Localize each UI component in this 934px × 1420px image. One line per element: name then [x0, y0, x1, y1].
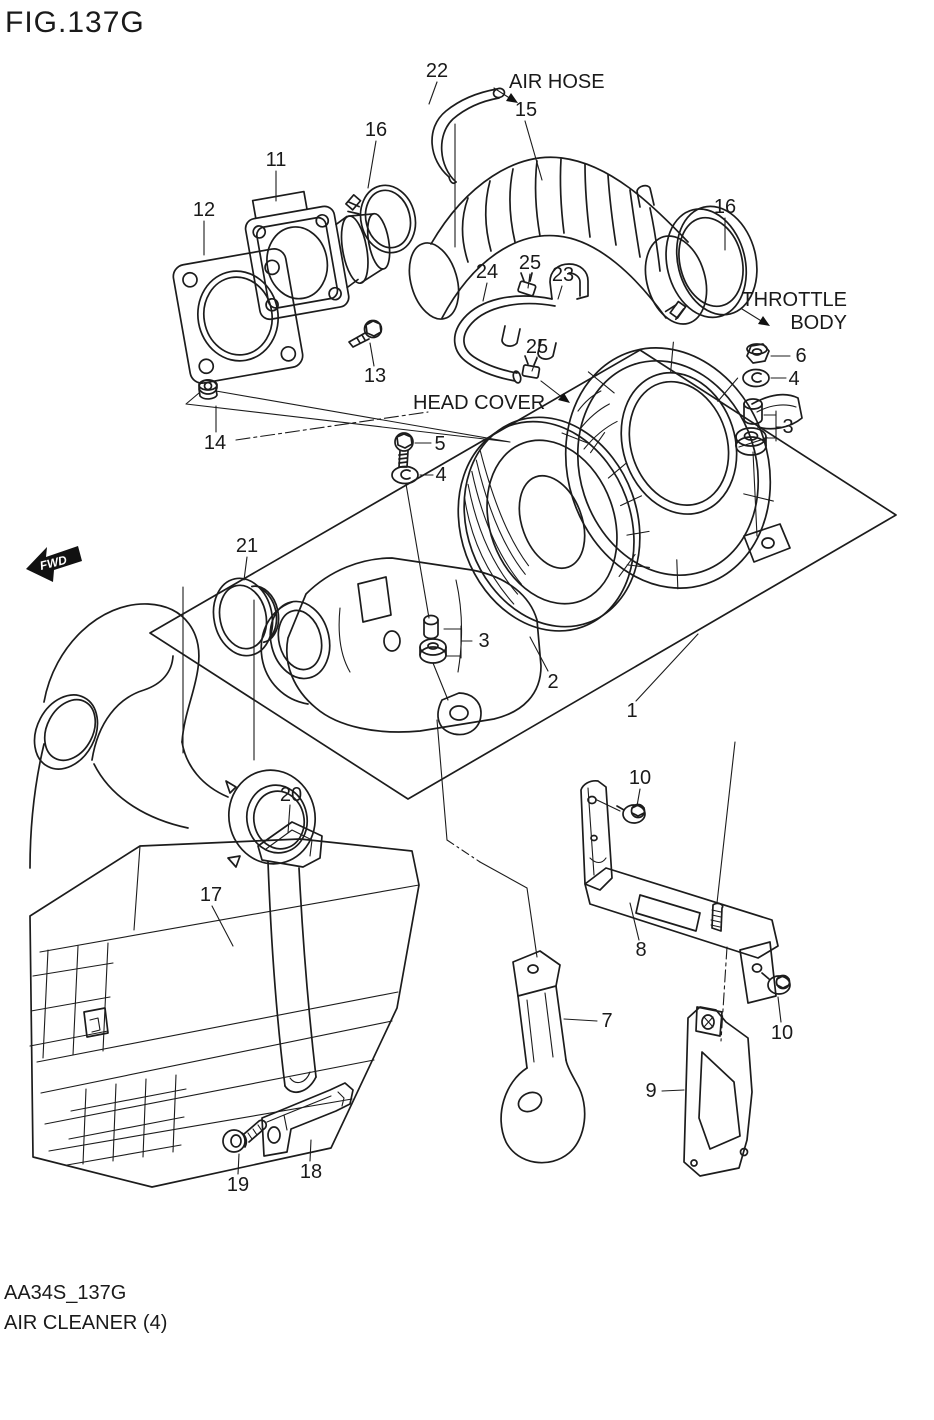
part-6-nut — [746, 343, 770, 364]
callout-9-26: 9 — [645, 1080, 657, 1102]
part-20-strap — [257, 821, 323, 1094]
callout-6-9: 6 — [795, 345, 807, 367]
part-16-clamp-right — [664, 205, 758, 321]
callout-21-17: 21 — [235, 535, 259, 557]
part-21-seal-ring — [212, 577, 280, 657]
callout-11-3: 11 — [265, 149, 287, 171]
part-14-nut — [185, 379, 511, 443]
leader-lines — [203, 81, 791, 1175]
callout-13-12: 13 — [363, 365, 387, 387]
part-18-bracket — [261, 1082, 354, 1157]
callout-10-27: 10 — [770, 1022, 794, 1044]
part-22-air-hose — [431, 87, 506, 185]
part-15-intake-hose — [408, 156, 708, 360]
part-10-bolt-bottom — [761, 972, 791, 995]
callout-14-14: 14 — [203, 432, 227, 454]
callout-19-29: 19 — [226, 1174, 250, 1196]
head-cover-label: HEAD COVER — [413, 392, 546, 414]
callout-3-13: 3 — [782, 416, 794, 438]
callout-2-19: 2 — [547, 671, 559, 693]
air-hose-arrow-icon — [493, 87, 518, 103]
callout-25-11: 25 — [525, 336, 549, 358]
part-2-filter-element — [457, 416, 650, 632]
throttle-body-label: THROTTLE BODY — [741, 289, 847, 334]
part-8-bracket — [580, 780, 779, 1004]
callout-8-24: 8 — [635, 939, 647, 961]
callout-4-10: 4 — [788, 368, 800, 390]
callout-5-15: 5 — [434, 433, 446, 455]
part-4-washer-middle — [391, 465, 419, 485]
callout-18-28: 18 — [299, 1161, 323, 1183]
part-19-bolt — [222, 1119, 268, 1153]
callout-24-6: 24 — [475, 261, 499, 283]
callout-12-4: 12 — [192, 199, 216, 221]
figure-caption: AIR CLEANER (4) — [4, 1312, 168, 1334]
callout-10-21: 10 — [628, 767, 652, 789]
fwd-label: FWD — [38, 553, 68, 573]
drawing-code: AA34S_137G — [4, 1282, 127, 1304]
part-17-intake-duct — [29, 603, 420, 1188]
air-cleaner-lower-case — [260, 557, 542, 736]
part-3-grommet-right — [735, 398, 767, 456]
callout-22-0: 22 — [425, 60, 449, 82]
part-10-bolt-top — [596, 799, 646, 824]
callout-16-2: 16 — [364, 119, 388, 141]
part-7-bracket — [500, 950, 586, 1164]
part-9-bracket — [683, 1006, 753, 1177]
callout-17-23: 17 — [199, 884, 223, 906]
figure-title: FIG.137G — [5, 6, 145, 39]
callout-15-1: 15 — [514, 99, 538, 121]
part-12-gasket — [172, 248, 304, 384]
callout-3-18: 3 — [478, 630, 490, 652]
part-3-grommet-middle — [419, 614, 449, 701]
fwd-arrow-icon: FWD — [26, 546, 82, 582]
callout-7-25: 7 — [601, 1010, 613, 1032]
callout-23-8: 23 — [551, 264, 575, 286]
throttle-body-arrow-icon — [741, 308, 770, 326]
callout-1-20: 1 — [626, 700, 638, 722]
callout-25-7: 25 — [518, 252, 542, 274]
callout-4-16: 4 — [435, 464, 447, 486]
part-1-assembly-outline — [149, 349, 897, 800]
part-4-washer-right — [742, 368, 770, 388]
callout-16-5: 16 — [713, 196, 737, 218]
air-hose-label: AIR HOSE — [509, 71, 605, 93]
callout-20-22: 20 — [279, 784, 303, 806]
head-cover-arrow-icon — [540, 380, 570, 403]
part-16-clamp-left — [345, 184, 417, 254]
part-13-bolt — [348, 319, 383, 348]
